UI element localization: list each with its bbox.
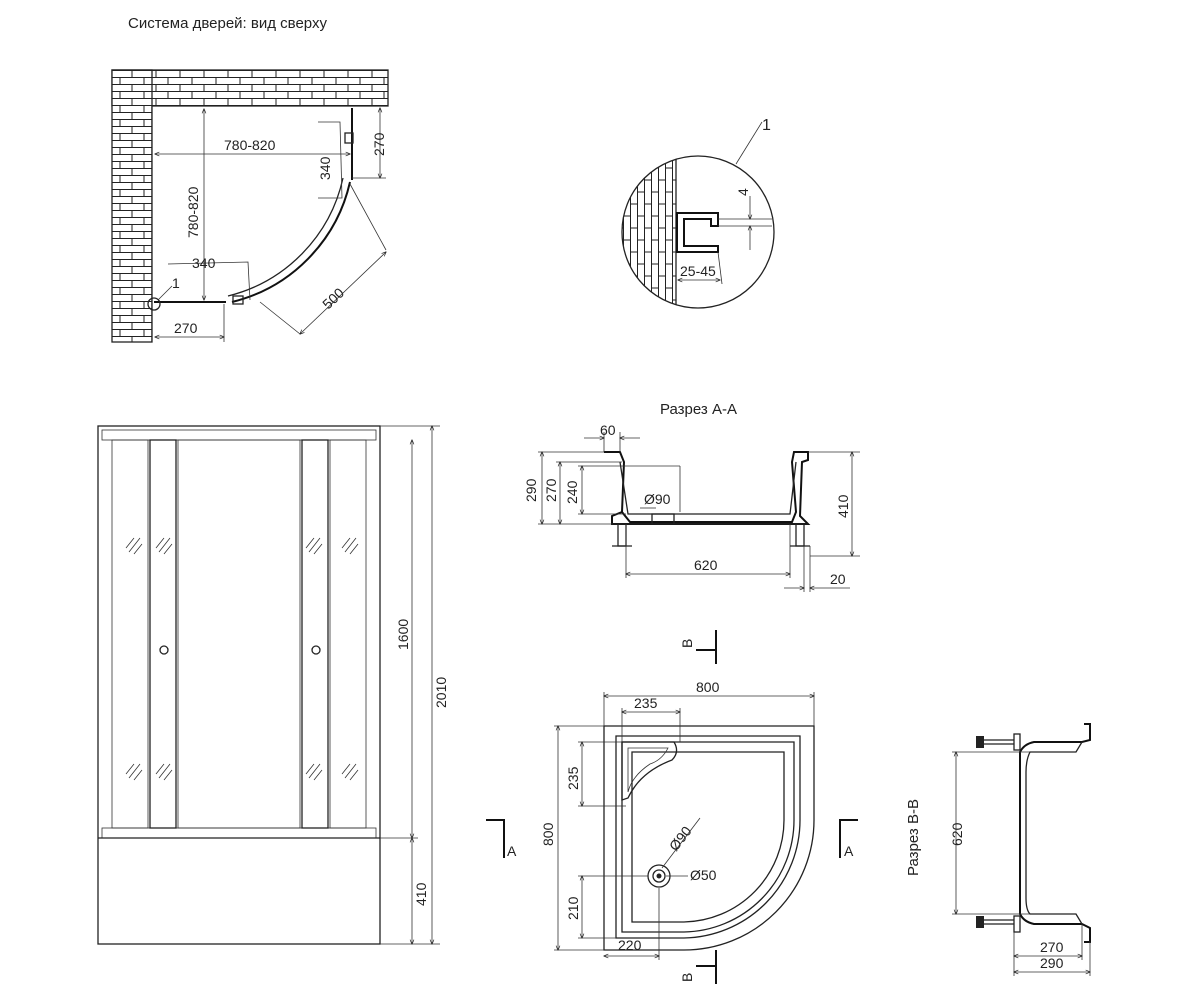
detail-marker-circle (147, 297, 161, 311)
dim-foot: 20 (830, 571, 846, 587)
tray-leg-right (795, 523, 805, 547)
dim-tray: 410 (413, 882, 429, 906)
dim-gap: 4 (735, 188, 751, 196)
wall-profile (676, 212, 719, 253)
section-bb: Разрез B-B 620 270 290 (905, 723, 1091, 976)
mark-a-right: A (844, 843, 854, 859)
section-mark-b-top (696, 630, 717, 664)
tray-inner (619, 461, 797, 515)
dim-h290: 290 (523, 478, 539, 502)
door-frame-left (149, 439, 177, 829)
section-mark-a-left (486, 819, 505, 858)
detail-view: 4 25-45 1 (621, 117, 775, 309)
mark-a-left: A (507, 843, 517, 859)
dim-rim: 60 (600, 422, 616, 438)
door-knob-left (159, 645, 169, 655)
leg-top (1013, 733, 1021, 751)
plan-dim-width: 800 (696, 679, 720, 695)
dim-inner: 620 (694, 557, 718, 573)
detail-callout-label: 1 (762, 117, 771, 134)
plan-dim-drain-x: 220 (618, 937, 642, 953)
drain-small (652, 869, 666, 883)
cabin-outline (97, 425, 381, 945)
plan-dim-drain-y: 210 (565, 896, 581, 920)
dim-glass: 1600 (395, 619, 411, 650)
leg-bottom (1013, 915, 1021, 933)
bb-dim-rim1: 270 (1040, 939, 1064, 955)
dim-h240: 240 (564, 480, 580, 504)
door-knob-right (311, 645, 321, 655)
side-glass-right (329, 439, 367, 829)
dim-profile: 25-45 (680, 263, 716, 279)
dim-depth: 780-820 (185, 186, 201, 238)
tray-profile (604, 451, 811, 525)
tray-bb-profile (1019, 723, 1091, 943)
doors-top-view: Система дверей: вид сверху 780-820 780-8… (111, 15, 389, 343)
dim-width: 780-820 (224, 137, 276, 153)
detail-circle (621, 155, 775, 309)
bb-dim-inner: 620 (949, 822, 965, 846)
doors-top-title: Система дверей: вид сверху (128, 15, 327, 32)
plan-dim-depth: 800 (540, 822, 556, 846)
section-bb-title: Разрез B-B (905, 799, 922, 876)
front-view: 1600 2010 410 (97, 425, 449, 945)
plan-dim-drain-big: Ø90 (666, 823, 695, 854)
mark-b-top: B (679, 639, 695, 648)
plan-dim-drain-small: Ø50 (690, 867, 717, 883)
tray-plan: 800 235 235 800 Ø90 Ø50 210 220 A A B B (486, 630, 858, 984)
dim-drain: Ø90 (644, 491, 671, 507)
tray-seat (621, 741, 678, 801)
dim-h270: 270 (543, 478, 559, 502)
top-wall (111, 69, 389, 107)
door-swing-top (318, 121, 343, 199)
dim-door-arc-bottom: 340 (192, 255, 216, 271)
left-wall (111, 69, 153, 343)
section-mark-a-right (839, 819, 858, 858)
tray-outline (603, 725, 815, 951)
dim-door-arc: 340 (317, 156, 333, 180)
door-handle-left (232, 295, 244, 305)
dim-total: 2010 (433, 677, 449, 708)
plan-dim-seat-h: 235 (565, 766, 581, 790)
dim-side-bottom: 270 (174, 320, 198, 336)
glass-reflections (125, 537, 359, 781)
door-swing-left (167, 261, 251, 301)
door-frame-right (301, 439, 329, 829)
section-aa: Разрез А-А 60 290 270 240 Ø90 410 (523, 401, 860, 592)
section-aa-title: Разрез А-А (660, 401, 737, 418)
plan-dim-seat-w: 235 (634, 695, 658, 711)
center-glass (177, 439, 301, 829)
detail-callout: 1 (172, 275, 180, 291)
section-mark-b-bottom (696, 950, 717, 984)
dim-side-top: 270 (371, 132, 387, 156)
side-glass-left (111, 439, 149, 829)
tray-leg-left (617, 523, 627, 547)
dim-height: 410 (835, 494, 851, 518)
mark-b-bottom: B (679, 973, 695, 982)
door-handle-top (344, 132, 354, 144)
bb-dim-rim2: 290 (1040, 955, 1064, 971)
